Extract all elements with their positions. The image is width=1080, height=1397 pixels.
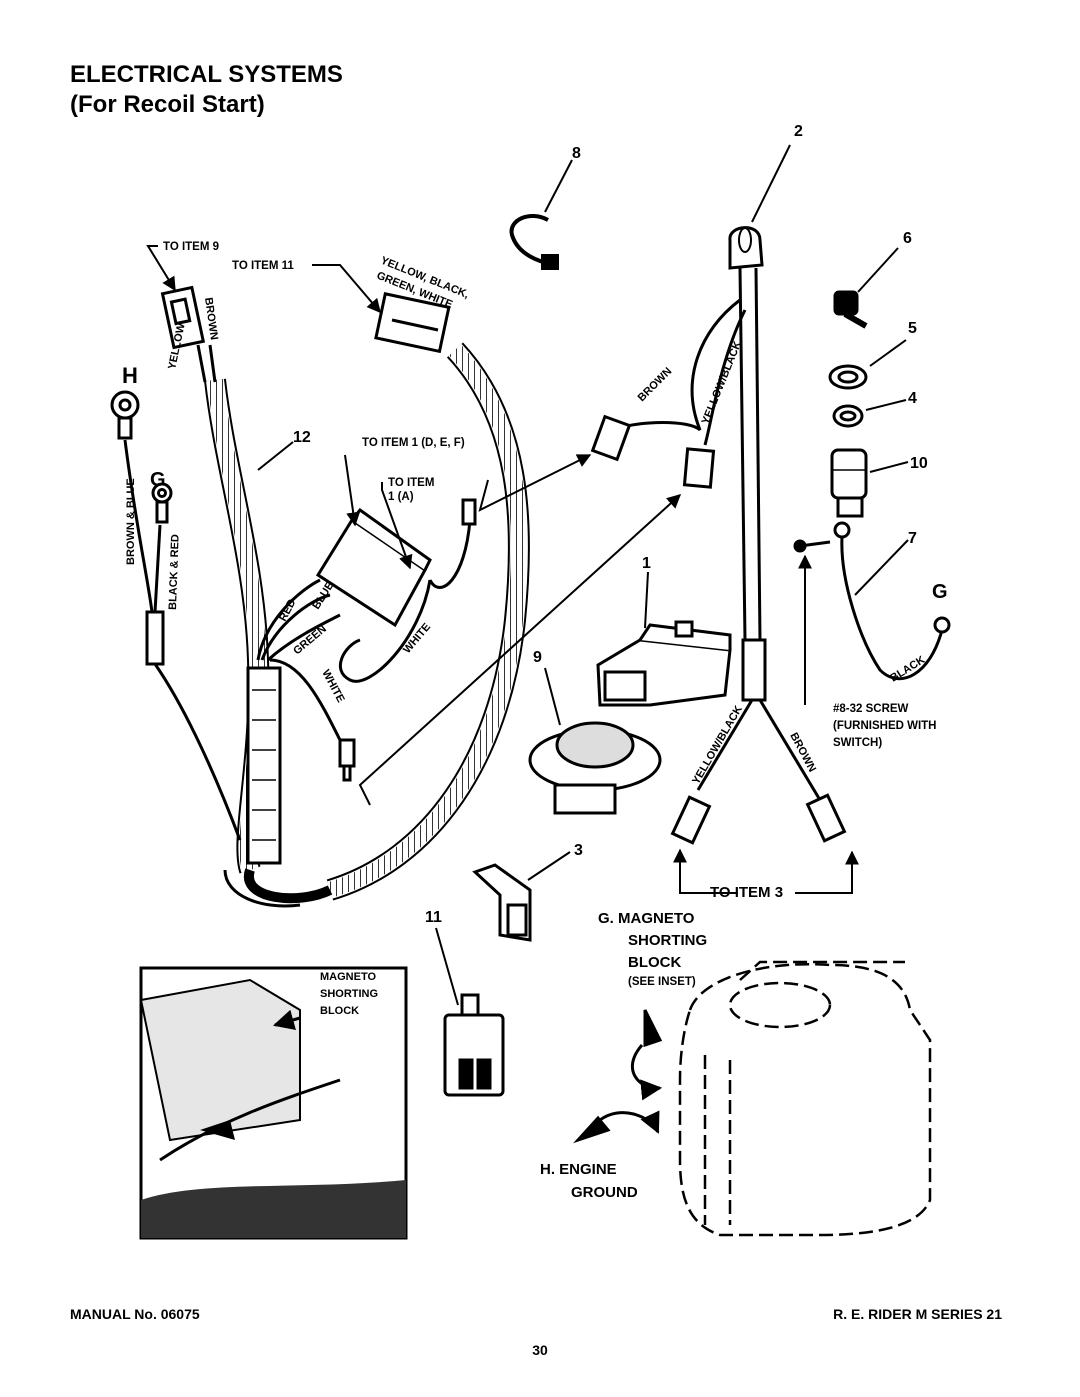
engine-arrows xyxy=(573,1009,663,1144)
label-engine-h-line1: H. ENGINE xyxy=(540,1161,617,1178)
callout-h: H xyxy=(122,363,138,388)
label-to-item-1a-line2: 1 (A) xyxy=(388,491,414,503)
label-screw-line2: (FURNISHED WITH xyxy=(833,720,937,732)
text-labels: TO ITEM 9 TO ITEM 11 TO ITEM 1 (D, E, F)… xyxy=(163,241,937,1201)
callout-12: 12 xyxy=(293,429,311,446)
callout-5: 5 xyxy=(908,320,917,337)
item-1-connector xyxy=(596,620,732,707)
harness-connector-item-11 xyxy=(374,292,451,354)
callout-4: 4 xyxy=(908,390,917,407)
callout-2: 2 xyxy=(794,123,803,140)
label-inset-line3: BLOCK xyxy=(320,1005,359,1017)
item-3-bracket xyxy=(472,863,532,942)
engine-outline xyxy=(678,960,932,1237)
callout-numbers: 1 2 3 4 5 6 7 8 9 10 11 12 H G G xyxy=(122,123,948,926)
item-5-nut xyxy=(828,364,868,390)
label-to-item-11: TO ITEM 11 xyxy=(232,260,294,272)
ring-terminal-h xyxy=(110,390,140,440)
footer-series: R. E. RIDER M SERIES 21 xyxy=(833,1306,1002,1322)
label-screw-line3: SWITCH) xyxy=(833,737,882,749)
item-2-connectors xyxy=(590,414,847,845)
wire-label-yellow-black-lower: YELLOW/BLACK xyxy=(690,704,745,787)
item-9-magneto xyxy=(528,721,662,815)
harness-connector-item-9 xyxy=(160,285,206,350)
label-to-item-1a-line1: TO ITEM xyxy=(388,477,434,489)
item-10-ignition-switch xyxy=(830,448,868,518)
label-to-item-9: TO ITEM 9 xyxy=(163,241,219,253)
callout-3: 3 xyxy=(574,842,583,859)
inset-photo xyxy=(139,966,408,1240)
callout-10: 10 xyxy=(910,455,928,472)
label-to-item-3: TO ITEM 3 xyxy=(710,884,783,901)
spade-terminal-white xyxy=(338,498,477,782)
callout-9: 9 xyxy=(533,649,542,666)
label-magneto-g-line2: SHORTING xyxy=(628,932,707,949)
item-2-ignition-harness xyxy=(611,226,822,801)
wire-label-yellow-black-upper: YELLOW/BLACK xyxy=(700,339,744,426)
label-screw-line1: #8-32 SCREW xyxy=(833,703,909,715)
label-magneto-g-line3: BLOCK xyxy=(628,954,681,971)
label-inset-line1: MAGNETO xyxy=(320,971,376,983)
wire-label-black-red: BLACK & RED xyxy=(167,534,182,610)
wire-label-red: RED xyxy=(277,597,299,623)
page-title: ELECTRICAL SYSTEMS xyxy=(70,61,343,88)
callout-7: 7 xyxy=(908,530,917,547)
wire-harness xyxy=(123,342,530,908)
wire-label-brown: BROWN xyxy=(202,297,220,341)
wire-label-brown-upper: BROWN xyxy=(636,365,675,404)
callout-1: 1 xyxy=(642,555,651,572)
leader-lines xyxy=(146,144,909,1006)
item-6-key xyxy=(833,290,868,329)
page-subtitle: (For Recoil Start) xyxy=(70,91,265,118)
label-inset-line2: SHORTING xyxy=(320,988,378,1000)
item-4-lockwasher xyxy=(832,404,864,428)
label-to-item-1-def: TO ITEM 1 (D, E, F) xyxy=(362,437,465,449)
page-number: 30 xyxy=(532,1342,548,1358)
wire-label-brown-blue: BROWN & BLUE xyxy=(125,478,137,565)
item-7-ground-wire xyxy=(793,521,951,681)
label-engine-h-line2: GROUND xyxy=(571,1184,638,1201)
callout-11: 11 xyxy=(425,909,442,926)
ring-terminal-g xyxy=(151,482,173,524)
item-11-plug xyxy=(443,993,505,1097)
harness-connector-item-1 xyxy=(315,507,432,628)
footer-manual-number: MANUAL No. 06075 xyxy=(70,1306,200,1322)
callout-8: 8 xyxy=(572,145,581,162)
callout-g-right: G xyxy=(932,581,948,603)
label-magneto-g-line4: (SEE INSET) xyxy=(628,976,696,988)
label-magneto-g-line1: G. MAGNETO xyxy=(598,910,695,927)
callout-g-left: G xyxy=(150,469,166,491)
callout-6: 6 xyxy=(903,230,912,247)
item-8-wire-clip xyxy=(509,214,559,270)
